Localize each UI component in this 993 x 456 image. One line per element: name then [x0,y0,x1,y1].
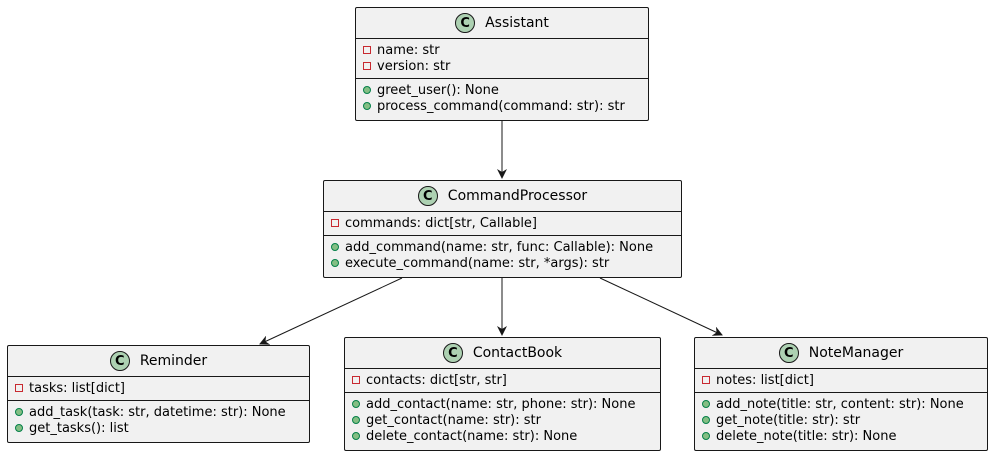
attribute-text: name: str [377,42,440,58]
class-reminder: C Reminder tasks: list[dict] add_task(ta… [7,345,310,443]
method: get_contact(name: str): str [345,412,660,428]
method-text: get_contact(name: str): str [366,412,541,428]
class-name: Assistant [485,15,549,31]
method-text: delete_contact(name: str): None [366,428,578,444]
method: add_note(title: str, content: str): None [695,396,987,412]
public-visibility-icon [352,416,360,424]
method-text: add_contact(name: str, phone: str): None [366,396,636,412]
attribute: commands: dict[str, Callable] [324,215,681,231]
method-text: get_tasks(): list [29,420,129,436]
attribute-text: version: str [377,58,451,74]
methods-section: add_task(task: str, datetime: str): None… [8,400,309,440]
class-assistant: C Assistant name: str version: str greet… [355,7,649,121]
method: get_tasks(): list [8,420,309,436]
methods-section: greet_user(): None process_command(comma… [356,78,648,118]
class-name: NoteManager [808,345,904,361]
attribute: contacts: dict[str, str] [345,372,660,388]
class-header: C Assistant [356,8,648,39]
edge-commandprocessor-to-notemanager [599,277,723,336]
attributes-section: notes: list[dict] [695,369,987,392]
class-notemanager: C NoteManager notes: list[dict] add_note… [694,337,988,451]
class-header: C NoteManager [695,338,987,369]
public-visibility-icon [363,86,371,94]
attribute-text: commands: dict[str, Callable] [345,215,537,231]
public-visibility-icon [363,102,371,110]
method: delete_note(title: str): None [695,428,987,444]
public-visibility-icon [15,424,23,432]
public-visibility-icon [331,259,339,267]
method-text: execute_command(name: str, *args): str [345,255,610,271]
public-visibility-icon [352,400,360,408]
class-c-icon: C [442,343,463,363]
methods-section: add_note(title: str, content: str): None… [695,392,987,448]
public-visibility-icon [702,400,710,408]
attributes-section: commands: dict[str, Callable] [324,212,681,235]
public-visibility-icon [352,432,360,440]
methods-section: add_contact(name: str, phone: str): None… [345,392,660,448]
attributes-section: name: str version: str [356,39,648,78]
method-text: greet_user(): None [377,82,499,98]
attribute-text: contacts: dict[str, str] [366,372,507,388]
method-text: add_command(name: str, func: Callable): … [345,239,654,255]
class-commandprocessor: C CommandProcessor commands: dict[str, C… [323,180,682,278]
class-name: CommandProcessor [447,188,588,204]
public-visibility-icon [702,432,710,440]
methods-section: add_command(name: str, func: Callable): … [324,235,681,275]
method: get_note(title: str): str [695,412,987,428]
class-c-icon: C [778,343,799,363]
attributes-section: tasks: list[dict] [8,377,309,400]
method: delete_contact(name: str): None [345,428,660,444]
attributes-section: contacts: dict[str, str] [345,369,660,392]
method-text: get_note(title: str): str [716,412,861,428]
class-contactbook: C ContactBook contacts: dict[str, str] a… [344,337,661,451]
edge-commandprocessor-to-reminder [259,277,403,345]
class-header: C Reminder [8,346,309,377]
attribute: version: str [356,58,648,74]
attribute-text: notes: list[dict] [716,372,814,388]
method-text: add_task(task: str, datetime: str): None [29,404,286,420]
attribute: name: str [356,42,648,58]
public-visibility-icon [15,408,23,416]
method: add_contact(name: str, phone: str): None [345,396,660,412]
method: add_command(name: str, func: Callable): … [324,239,681,255]
attribute: notes: list[dict] [695,372,987,388]
class-name: ContactBook [472,345,563,361]
attribute: tasks: list[dict] [8,380,309,396]
class-name: Reminder [139,353,208,369]
class-c-icon: C [109,351,130,371]
method: add_task(task: str, datetime: str): None [8,404,309,420]
class-c-icon: C [417,186,438,206]
method-text: add_note(title: str, content: str): None [716,396,964,412]
class-header: C ContactBook [345,338,660,369]
method: process_command(command: str): str [356,98,648,114]
class-header: C CommandProcessor [324,181,681,212]
method-text: process_command(command: str): str [377,98,625,114]
attribute-text: tasks: list[dict] [29,380,125,396]
public-visibility-icon [702,416,710,424]
method-text: delete_note(title: str): None [716,428,897,444]
public-visibility-icon [331,243,339,251]
method: execute_command(name: str, *args): str [324,255,681,271]
method: greet_user(): None [356,82,648,98]
class-c-icon: C [455,13,476,33]
